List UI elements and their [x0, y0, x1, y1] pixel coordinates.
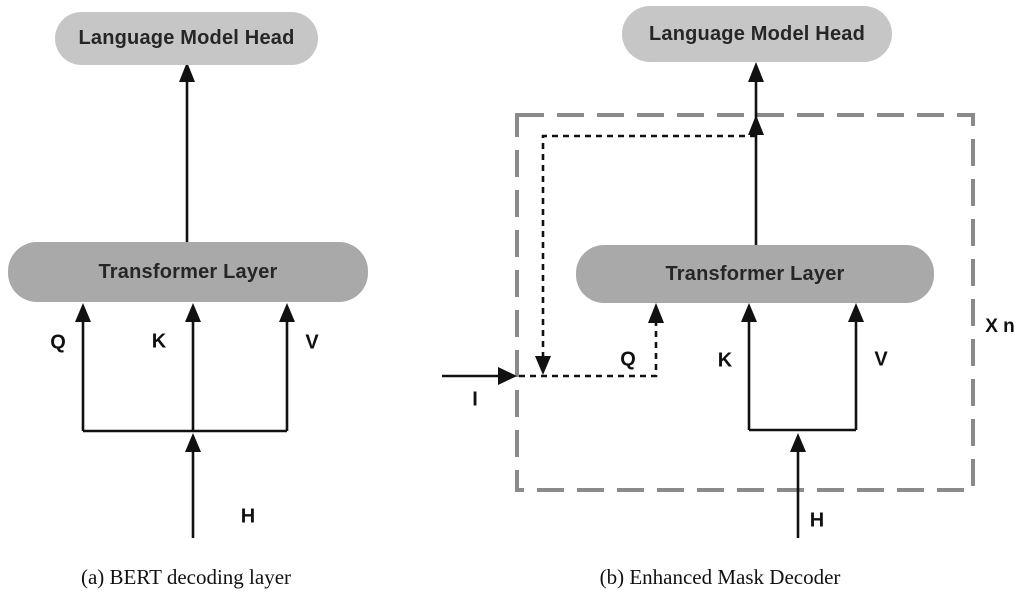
feedback-dashed-down-head — [535, 356, 551, 375]
repeat-block-dashed-border — [515, 113, 975, 492]
k-label-a: K — [151, 330, 167, 353]
arrow-k-a-head — [185, 303, 201, 322]
transformer-node-a: Transformer Layer — [8, 242, 368, 302]
lm-head-label-b: Language Model Head — [648, 22, 866, 45]
v-label-a: V — [305, 331, 319, 354]
transformer-label-b: Transformer Layer — [665, 262, 845, 285]
q-dashed-path — [519, 322, 658, 378]
diagram-b-frame — [515, 113, 975, 492]
lm-head-node-b: Language Model Head — [622, 6, 892, 62]
arrow-q-b-head — [648, 303, 664, 323]
diagram-b-arrows — [442, 62, 864, 538]
lm-head-node-a: Language Model Head — [55, 12, 318, 65]
arrow-i-head — [498, 367, 517, 385]
transformer-label-a: Transformer Layer — [98, 260, 278, 283]
arrow-output-b-head — [748, 62, 764, 82]
feedback-dashed-path — [541, 134, 756, 356]
k-label-b: K — [717, 349, 733, 372]
arrow-k-b-head — [741, 303, 757, 322]
lm-head-label-a: Language Model Head — [78, 27, 295, 49]
transformer-node-b: Transformer Layer — [576, 245, 934, 303]
arrow-h-a-head — [185, 433, 201, 452]
arrow-v-a-head — [279, 303, 295, 322]
arrow-q-a-head — [75, 303, 91, 322]
h-label-b: H — [809, 509, 825, 532]
arrow-output-a-head — [179, 62, 195, 82]
arrow-output-b-midhead — [748, 115, 764, 135]
arrow-v-b-head — [848, 303, 864, 322]
repeat-n-label: X n — [985, 316, 1015, 337]
caption-a: (a) BERT decoding layer — [80, 565, 292, 589]
q-label-b: Q — [620, 348, 636, 371]
v-label-b: V — [874, 348, 888, 371]
i-label-b: I — [472, 388, 478, 411]
caption-b: (b) Enhanced Mask Decoder — [599, 565, 841, 589]
q-label-a: Q — [50, 331, 66, 354]
diagram-a-arrows — [75, 62, 295, 538]
arrow-h-b-head — [790, 433, 806, 452]
h-label-a: H — [240, 505, 256, 528]
